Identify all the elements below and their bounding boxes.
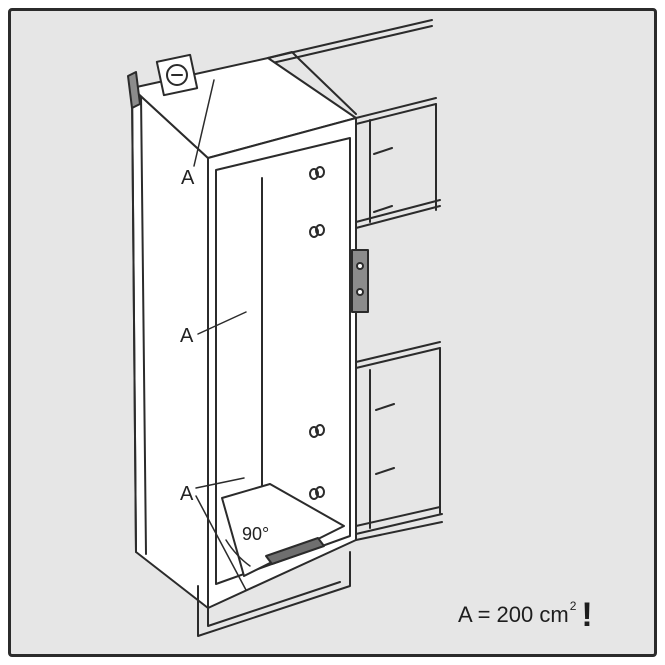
label-a-side: A <box>180 325 194 347</box>
hinge-mount <box>351 249 369 313</box>
wall-screws <box>373 147 395 475</box>
label-a-top: A <box>181 167 195 189</box>
label-leaders <box>193 79 247 591</box>
label-angle: 90° <box>242 524 269 544</box>
niche-floor <box>221 483 345 577</box>
wall-socket-icon <box>155 53 199 97</box>
label-a-bottom: A <box>180 483 194 505</box>
floor-bracket <box>265 537 325 565</box>
warning-mark: ! <box>581 596 593 634</box>
area-requirement-note: A = 200 cm2! <box>458 596 593 635</box>
formula-text: A = 200 cm <box>458 602 569 627</box>
left-side-panel <box>131 87 209 609</box>
niche-front <box>207 117 357 609</box>
cabinet-wall <box>267 19 443 541</box>
plinth <box>197 551 351 637</box>
top-bracket <box>127 71 141 109</box>
right-angle-marker <box>225 539 251 567</box>
front-screws <box>309 166 325 500</box>
formula-exponent: 2 <box>569 599 577 613</box>
